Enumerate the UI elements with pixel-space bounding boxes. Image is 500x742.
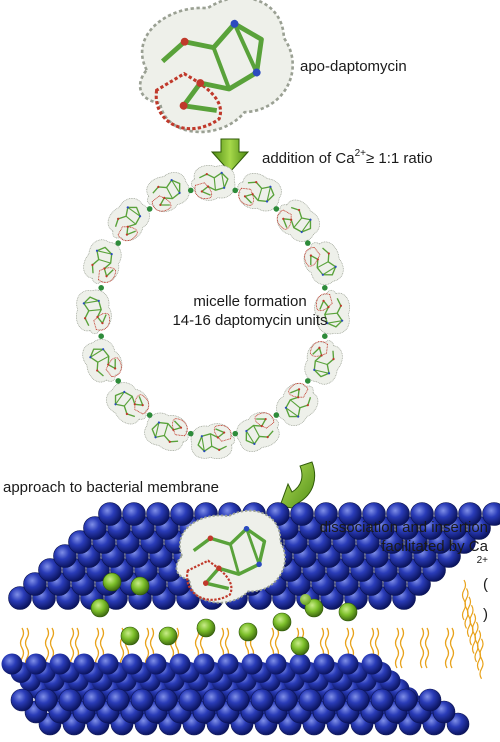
micelle-unit [276, 199, 320, 242]
micelle-unit [146, 172, 190, 213]
inserting-molecule-shape [175, 509, 286, 604]
dissoc-paren-close: ) [483, 606, 488, 623]
micelle-label-line2: 14-16 daptomycin units [172, 312, 328, 329]
micelle-unit [236, 411, 280, 452]
dissociation-label-line1: dissociation and insertion [319, 519, 488, 536]
calcium-ion [238, 622, 258, 642]
micelle-unit [237, 173, 282, 212]
calcium-suffix: ≥ 1:1 ratio [365, 150, 433, 167]
micelle-unit [82, 339, 123, 383]
dissoc-superscript: 2+ [476, 555, 488, 566]
micelle-unit [76, 289, 112, 335]
approach-label: approach to bacterial membrane [3, 479, 219, 496]
calcium-ion [102, 572, 122, 592]
micelle-unit [304, 340, 343, 385]
micelle-calcium-dot [322, 333, 328, 339]
calcium-ion [130, 576, 150, 596]
micelle-calcium-dot [187, 430, 194, 437]
micelle-calcium-dot [98, 285, 104, 291]
micelle-calcium-dot [232, 430, 239, 437]
micelle-unit [303, 241, 344, 285]
micelle-label-line1: micelle formation [193, 293, 307, 310]
micelle-calcium-dot [304, 240, 311, 246]
micelle-unit [107, 198, 150, 242]
calcium-ion [120, 626, 140, 646]
membrane-calcium-ions [90, 572, 358, 656]
calcium-ion-icon [300, 594, 311, 605]
curved-arrow-icon [279, 461, 316, 511]
micelle-unit [314, 289, 350, 335]
micelle-unit [144, 412, 189, 451]
calcium-ion [272, 612, 292, 632]
micelle-calcium-dot [98, 333, 104, 339]
micelle-calcium-dot [146, 206, 153, 212]
calcium-prefix: addition of Ca [262, 150, 355, 167]
micelle-calcium-dot [115, 240, 122, 246]
dissociation-label: dissociation and insertion facilitated b… [300, 518, 488, 624]
micelle-unit [190, 423, 236, 459]
micelle-calcium-dot [273, 206, 280, 212]
calcium-addition-label: addition of Ca2+≥ 1:1 ratio [262, 148, 433, 168]
apo-daptomycin-molecule [138, 0, 294, 134]
calcium-ion [196, 618, 216, 638]
micelle-calcium-dot [322, 285, 328, 291]
calcium-ion [290, 636, 310, 656]
micelle-unit [106, 382, 150, 425]
micelle-unit [190, 165, 236, 201]
micelle-calcium-dot [232, 187, 239, 194]
down-arrow-icon [210, 138, 250, 173]
lower-leaflet-front-heads [10, 688, 470, 736]
calcium-ion [338, 602, 358, 622]
micelle-label: micelle formation 14-16 daptomycin units [130, 292, 370, 330]
micelle-calcium-dot [146, 412, 153, 418]
dissoc-paren-open: ( [483, 576, 488, 593]
dissoc-prefix: facilitated by Ca [381, 538, 488, 555]
calcium-ion [90, 598, 110, 618]
micelle-unit [83, 239, 122, 284]
micelle-calcium-dot [115, 378, 122, 384]
calcium-ion [158, 626, 178, 646]
calcium-ion [304, 598, 324, 618]
inserting-daptomycin-molecule [175, 509, 286, 604]
micelle-unit [276, 382, 319, 426]
micelle-calcium-dot [273, 412, 280, 418]
micelle-ring [76, 165, 350, 459]
micelle-calcium-dot [187, 187, 194, 194]
apo-daptomycin-label: apo-daptomycin [300, 58, 407, 75]
micelle-calcium-dot [304, 378, 311, 384]
calcium-superscript: 2+ [354, 148, 366, 159]
apo-molecule-shape [138, 0, 294, 134]
